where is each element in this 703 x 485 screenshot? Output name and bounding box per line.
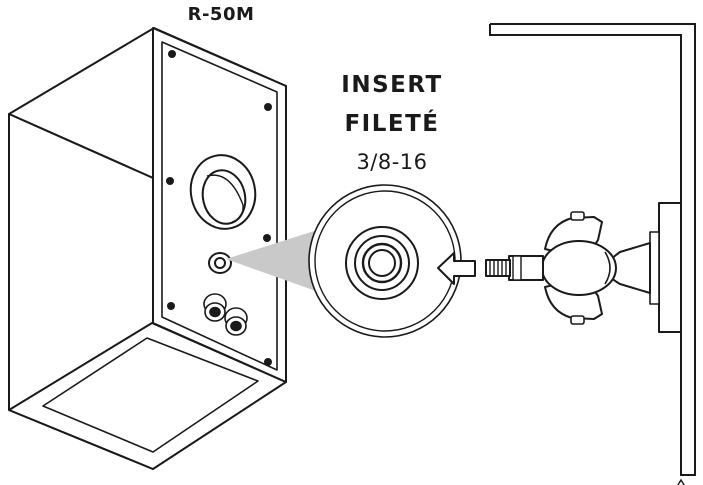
magnifier-cone <box>226 226 330 296</box>
caret-up-icon <box>677 478 685 485</box>
screw-top-right <box>264 103 272 111</box>
screw-bottom-left <box>167 302 175 310</box>
insert-label-line2: FILETÉ <box>344 111 440 137</box>
screw-mid-right <box>263 234 271 242</box>
wall-outline <box>489 23 696 476</box>
bass-port <box>189 154 257 230</box>
arrow-right-icon <box>437 252 476 285</box>
screw-top-left <box>168 50 176 58</box>
panel-screws <box>166 50 272 366</box>
binding-post-upper <box>203 293 227 322</box>
wall-plate <box>658 202 682 333</box>
screw-mid-left <box>166 177 174 185</box>
threaded-insert-small <box>208 252 232 274</box>
binding-posts <box>203 293 248 336</box>
speaker-bottom-recess <box>42 337 259 453</box>
binding-post-lower <box>224 307 248 336</box>
magnifier-circle <box>308 184 462 338</box>
speaker <box>8 27 287 470</box>
model-label: R-50M <box>187 4 255 25</box>
ball-joint <box>541 240 617 296</box>
wall-mount-bracket <box>485 202 682 333</box>
insert-label-line1: INSERT <box>341 72 443 98</box>
threaded-insert-large <box>345 226 419 300</box>
thread-spec-label: 3/8-16 <box>356 150 428 174</box>
speaker-back-panel <box>161 41 278 371</box>
screw-bottom-right <box>264 358 272 366</box>
